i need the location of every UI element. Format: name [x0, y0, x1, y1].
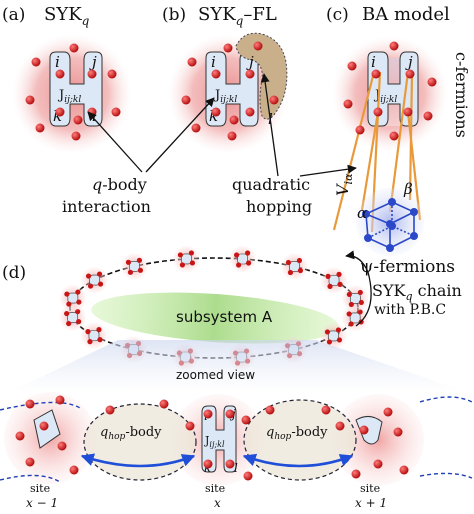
hop-arrow-left — [80, 453, 196, 468]
index-i-b: i — [211, 53, 216, 71]
subsystem-a-label: subsystem A — [176, 308, 273, 326]
site-center-h-shape — [201, 405, 237, 473]
chain-site — [281, 253, 308, 280]
panel-b-tag: (b) — [162, 5, 186, 25]
chain-site — [80, 322, 107, 349]
chain-site — [320, 322, 347, 349]
psi-fermions-label: ψ-fermions — [360, 257, 455, 277]
index-l-zoom: l — [234, 461, 238, 475]
chain-arrow — [345, 250, 372, 327]
chain-site — [173, 245, 200, 272]
panel-a: (a) SYKq i j k l Jij;kl — [2, 4, 132, 154]
chain-site — [321, 267, 348, 294]
panel-b-h-shape — [205, 51, 259, 127]
chain-site — [81, 267, 108, 294]
panel-b: (b) SYKq–FL i j k l Jij;kl — [162, 4, 288, 154]
site-center-word: site — [205, 482, 225, 495]
chain-site — [229, 245, 256, 272]
psi-cube — [361, 198, 418, 253]
hop-arrow-right — [242, 453, 354, 468]
strip-edge-left-bottom — [0, 474, 61, 483]
panel-b-dots — [181, 41, 279, 141]
c-fermions-label: c-fermions — [452, 52, 471, 138]
index-i-c: i — [371, 53, 376, 71]
index-k-a: k — [53, 107, 62, 125]
chain-site — [59, 304, 86, 331]
hop-bubble-left — [83, 403, 197, 481]
panel-b-title: SYKq–FL — [198, 4, 277, 28]
coupling-b: Jij;kl — [213, 88, 237, 105]
site-right-word: site — [360, 482, 380, 495]
site-right-index: x + 1 — [355, 496, 387, 510]
index-j-b: j — [246, 53, 254, 71]
site-left-word: site — [30, 482, 50, 495]
quadratic-line1: quadratic — [232, 175, 310, 194]
chain-site — [121, 253, 148, 280]
hop-bubble-right — [243, 399, 357, 481]
chain-title-line1: SYKq chain — [372, 281, 462, 303]
panel-c-dots — [343, 41, 437, 141]
chain-title-line2: with P.B.C — [374, 302, 446, 318]
hop-label-left: qhop-body — [100, 425, 162, 442]
strip-edge-left-top — [0, 401, 81, 411]
index-j-c: j — [405, 53, 413, 71]
quadratic-line2: hopping — [246, 197, 312, 216]
strip-edge-right-top — [419, 396, 473, 403]
panel-c: (c) BA model i j Jij;kl — [326, 4, 471, 277]
coupling-a: Jij;kl — [57, 88, 81, 105]
arrow-to-c — [299, 164, 357, 177]
coupling-zoom: Jij;kl — [204, 434, 225, 449]
index-j-a: j — [89, 53, 97, 71]
index-i-a: i — [55, 53, 60, 71]
qbody-line2: interaction — [62, 197, 151, 216]
panel-d-tag: (d) — [2, 263, 26, 283]
panel-c-h-shape — [367, 51, 419, 127]
strip-edge-right-bottom — [419, 472, 473, 479]
arrow-to-b-hop — [260, 73, 279, 177]
qbody-line1: q-body — [92, 175, 147, 194]
zoom-dots — [15, 395, 409, 481]
V-label: Viα — [333, 173, 355, 196]
panel-c-tag: (c) — [326, 5, 349, 25]
zoom-strip: i j k l Jij;kl qhop-body qhop-body — [0, 392, 473, 510]
index-k-b: k — [209, 107, 218, 125]
chain-site — [342, 285, 369, 312]
zoom-cone — [10, 340, 466, 392]
panel-a-h-shape — [49, 51, 103, 127]
arrow-to-a — [87, 111, 143, 173]
zoomed-view-label: zoomed view — [176, 368, 255, 382]
site-left-index: x − 1 — [26, 496, 58, 510]
panel-a-tag: (a) — [2, 5, 25, 25]
coupling-c: Jij;kl — [373, 88, 397, 105]
subsystem-a-band — [91, 292, 339, 344]
arrow-to-b-qbody — [145, 97, 215, 173]
alpha-label: α — [357, 204, 367, 222]
panel-c-title: BA model — [362, 4, 450, 25]
panel-d: (d) subsystem A SYKq chain with P.B.C zo… — [2, 245, 466, 392]
site-right-shape — [355, 416, 383, 445]
site-center-index: x — [214, 496, 221, 510]
panel-a-title: SYKq — [44, 4, 90, 28]
chain-site — [59, 285, 86, 312]
beta-label: β — [403, 180, 413, 198]
hop-label-right: qhop-body — [266, 425, 328, 442]
bottom-row-annotations: q-body interaction quadratic hopping — [62, 73, 357, 216]
